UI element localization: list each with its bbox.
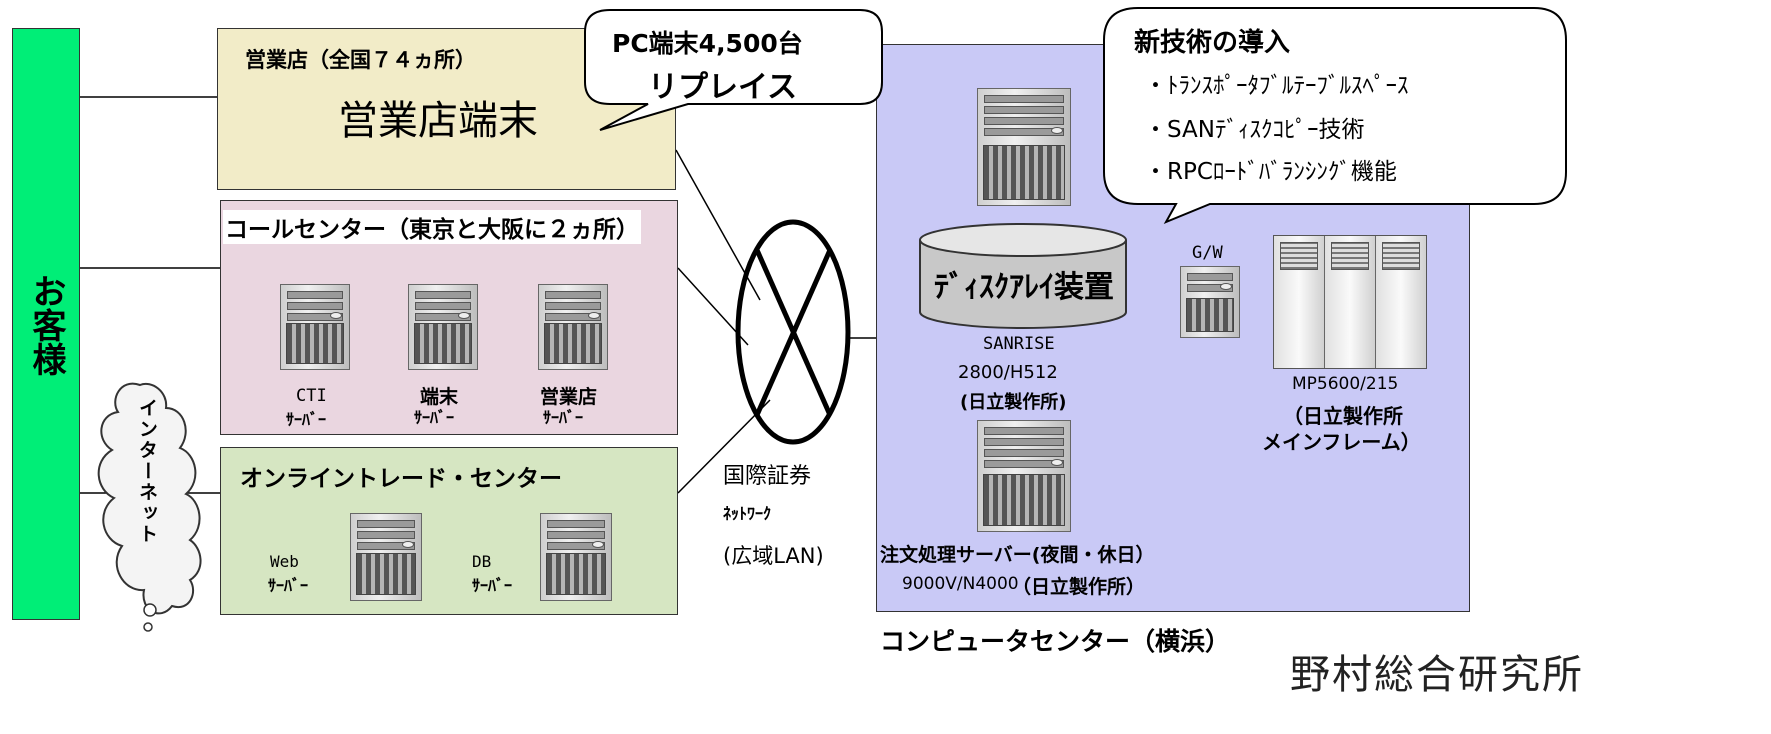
sales-branch-title: 営業店（全国７４ヵ所） <box>245 48 476 72</box>
network-label-2: ﾈｯﾄﾜｰｸ <box>723 504 772 523</box>
call-center-title: コールセンター（東京と大阪に２ヵ所） <box>223 210 641 244</box>
branch-server-role: ｻｰﾊﾞｰ <box>543 408 584 427</box>
order-server-model: 9000V/N4000 <box>902 574 1019 594</box>
storage-maker: (日立製作所) <box>960 392 1067 413</box>
terminal-server-role: ｻｰﾊﾞｰ <box>414 408 455 427</box>
db-server-role: ｻｰﾊﾞｰ <box>472 576 513 595</box>
terminal-server-name: 端末 <box>420 386 459 408</box>
customer-column <box>12 28 80 620</box>
web-server-role: ｻｰﾊﾞｰ <box>268 576 309 595</box>
gateway-server-icon <box>1180 266 1240 338</box>
web-server-name: Web <box>270 552 299 571</box>
network-ellipse <box>735 219 851 445</box>
branch-server-icon <box>538 284 608 370</box>
internet-cloud-shape <box>97 382 202 615</box>
web-server-icon <box>350 513 422 601</box>
tech-callout-title: 新技術の導入 <box>1134 28 1291 58</box>
mainframe-type: メインフレーム） <box>1262 430 1421 454</box>
branch-server-name: 営業店 <box>540 386 598 408</box>
mainframe-maker: （日立製作所 <box>1283 404 1403 428</box>
online-trade-title: オンライントレード・センター <box>240 466 562 492</box>
tech-callout-item-1: ・ﾄﾗﾝｽﾎﾟｰﾀﾌﾞﾙﾃｰﾌﾞﾙｽﾍﾟｰｽ <box>1144 73 1409 99</box>
network-label-1: 国際証券 <box>723 464 812 489</box>
db-server-icon <box>540 513 612 601</box>
company-logo-text: 野村総合研究所 <box>1290 652 1584 698</box>
terminal-server-icon <box>408 284 478 370</box>
pc-callout-line1: PC端末4,500台 <box>612 29 803 58</box>
sales-branch-terminal: 営業店端末 <box>338 98 538 144</box>
mainframe-model: MP5600/215 <box>1292 374 1399 394</box>
cti-server-name: CTI <box>296 386 327 406</box>
network-label-3: (広域LAN) <box>723 544 824 568</box>
db-server-name: DB <box>472 552 492 571</box>
top-server-icon <box>977 88 1071 206</box>
order-server-label: 注文処理サーバー(夜間・休日） <box>880 544 1155 566</box>
mainframe-icon <box>1273 235 1427 369</box>
cti-server-icon <box>280 284 350 370</box>
storage-model-2: 2800/H512 <box>958 362 1058 383</box>
tech-callout-item-2: ・SANﾃﾞｨｽｸｺﾋﾟｰ技術 <box>1144 117 1365 143</box>
disk-array-label: ﾃﾞｨｽｸｱﾚｲ装置 <box>934 270 1114 305</box>
storage-model-1: SANRISE <box>983 334 1055 354</box>
internet-label: インターネット <box>136 398 158 545</box>
tech-callout-item-3: ・RPCﾛｰﾄﾞﾊﾞﾗﾝｼﾝｸﾞ機能 <box>1144 159 1397 185</box>
computer-center-title: コンピュータセンター（横浜） <box>880 627 1231 656</box>
order-server-maker: （日立製作所） <box>1012 576 1146 598</box>
gateway-label: G/W <box>1192 243 1223 263</box>
pc-callout-line2: リプレイス <box>648 70 798 105</box>
cti-server-role: ｻｰﾊﾞｰ <box>286 410 327 429</box>
customer-label: お客様 <box>26 274 66 376</box>
order-server-icon <box>977 420 1071 532</box>
